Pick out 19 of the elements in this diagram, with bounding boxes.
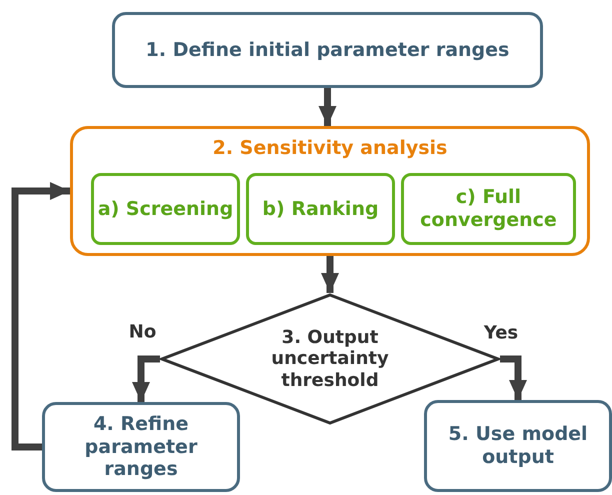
node-label: c) Full convergence [419,186,558,232]
arrow [500,356,527,400]
group-box [70,126,590,256]
arrow [132,356,160,402]
process-box [112,12,543,88]
node-label: a) Screening [98,198,234,220]
node-label: 4. Refine parameter ranges [84,412,198,482]
process-box [42,402,240,492]
step-box [401,173,576,245]
node-label: 1. Define initial parameter ranges [146,38,510,62]
node-label: 3. Output uncertainty threshold [270,326,390,392]
node-label: b) Ranking [262,198,379,220]
process-box [424,400,612,492]
arrow [321,256,339,293]
arrow [318,88,336,126]
step-box [91,173,240,245]
step-box [246,173,395,245]
group-title: 2. Sensitivity analysis [212,137,448,160]
node-label: 5. Use model output [447,423,589,469]
